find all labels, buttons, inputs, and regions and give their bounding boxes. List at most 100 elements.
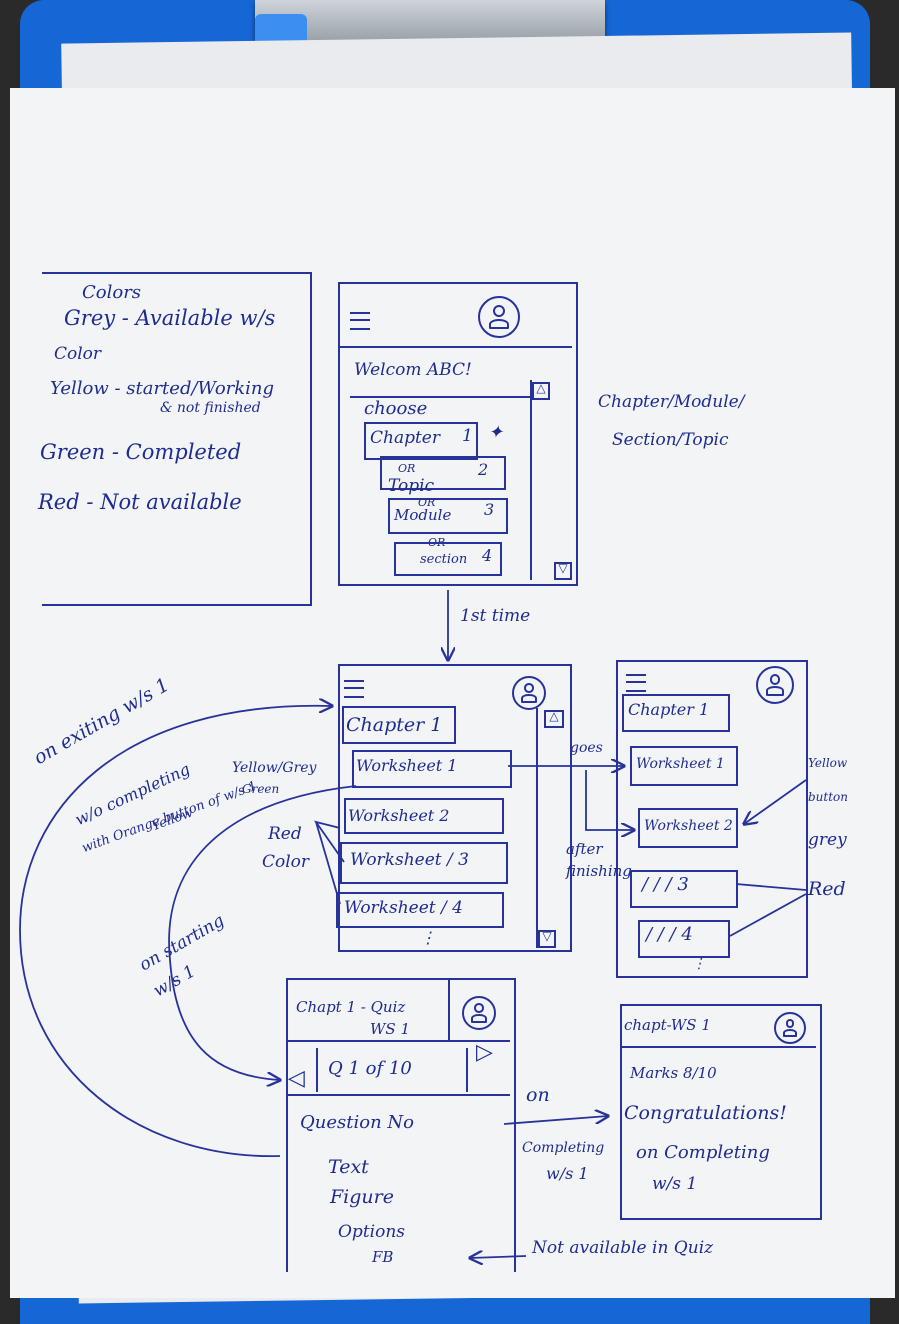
screen-worksheets-after	[616, 660, 808, 978]
arrow-exit	[19, 706, 332, 1157]
worksheet-1-label: Worksheet 1	[356, 756, 458, 775]
question-feedback: FB	[372, 1248, 394, 1266]
worksheet-4[interactable]	[336, 892, 504, 928]
chapter-title-box	[622, 694, 730, 732]
profile-icon[interactable]	[756, 666, 794, 704]
worksheet-4[interactable]	[638, 920, 730, 958]
marks-text: Marks 8/10	[630, 1064, 717, 1082]
more-indicator: ⋮	[420, 928, 436, 947]
question-options: Options	[338, 1222, 405, 1242]
scroll-down-icon[interactable]	[554, 561, 572, 580]
yellow-grey-note: Yellow/Grey	[232, 760, 317, 776]
menu-icon[interactable]	[626, 674, 646, 692]
arrow-red-3	[735, 883, 807, 891]
prev-question-icon[interactable]: ◁	[288, 1066, 305, 1091]
legend-heading: Colors	[82, 282, 142, 303]
worksheet-4-label: / / / 4	[646, 924, 693, 945]
red-note-2: Color	[262, 852, 310, 872]
arrow-not-available	[470, 1256, 527, 1258]
scrollbar[interactable]	[536, 708, 538, 948]
legend-yellow-2: & not finished	[160, 400, 261, 416]
quiz-progress-box	[316, 1048, 468, 1092]
goes-label: goes	[570, 740, 603, 756]
ws-text: w/s 1	[652, 1174, 698, 1194]
next-question-icon[interactable]: ▷	[476, 1040, 493, 1065]
quiz-title: Chapt 1 - Quiz	[296, 998, 406, 1016]
chapter-title: Chapter 1	[346, 714, 443, 736]
worksheet-2[interactable]	[344, 798, 504, 834]
on-label: on	[526, 1084, 550, 1106]
chapter-title: Chapter 1	[628, 700, 710, 719]
more-indicator: ⋮	[692, 956, 706, 972]
profile-icon[interactable]	[478, 296, 520, 338]
welcome-divider	[350, 396, 530, 398]
screen-result	[620, 1004, 822, 1220]
legend-red: Red - Not available	[38, 490, 242, 514]
arrow-start	[168, 785, 357, 1080]
worksheet-2-label: Worksheet 2	[348, 806, 450, 825]
congrats-text: Congratulations!	[624, 1102, 787, 1124]
choose-label: choose	[364, 398, 428, 419]
profile-icon[interactable]	[462, 996, 496, 1030]
arrow-grey-to-ws2	[744, 779, 807, 824]
worksheet-1[interactable]	[630, 746, 738, 786]
result-title: chapt-WS 1	[624, 1016, 711, 1034]
red-note: Red	[268, 824, 302, 844]
option-section-label: section	[420, 552, 468, 567]
or-label: OR	[398, 462, 416, 475]
legend-green: Green - Completed	[40, 440, 242, 464]
option-module[interactable]	[388, 498, 508, 534]
scroll-up-icon[interactable]	[544, 709, 564, 728]
quiz-nav-bar	[288, 1040, 510, 1096]
screen-worksheets	[338, 664, 572, 952]
scrollbar[interactable]	[530, 380, 532, 580]
right-note-2: button	[808, 790, 849, 804]
worksheet-4-label: Worksheet / 4	[344, 898, 463, 918]
worksheet-3-label: Worksheet / 3	[350, 850, 469, 870]
completing-label: Completing	[522, 1140, 605, 1156]
side-note: Chapter/Module/	[598, 392, 745, 412]
legend-box	[42, 272, 312, 606]
menu-icon[interactable]	[350, 312, 370, 330]
arrow-after-finishing	[585, 770, 634, 830]
completing-text: on Completing	[636, 1142, 770, 1163]
scroll-up-icon[interactable]	[532, 381, 550, 400]
green-note: Green	[242, 782, 280, 796]
right-note: Yellow	[808, 756, 848, 770]
quiz-progress: Q 1 of 10	[328, 1058, 412, 1079]
finishing-label: finishing	[566, 862, 632, 880]
welcome-text: Welcom ABC!	[354, 360, 472, 380]
menu-icon[interactable]	[344, 680, 364, 698]
question-figure: Figure	[330, 1186, 394, 1208]
option-topic[interactable]	[380, 456, 506, 490]
screen-choose	[338, 282, 578, 586]
profile-icon[interactable]	[512, 676, 546, 710]
completing-label-2: w/s 1	[546, 1164, 589, 1183]
option-module-num: 3	[484, 500, 495, 519]
red-label: Red	[808, 878, 846, 900]
option-topic-num: 2	[478, 460, 489, 479]
arrow-red-4	[729, 893, 807, 937]
worksheet-1-label: Worksheet 1	[636, 756, 725, 772]
option-chapter-label: Chapter	[370, 428, 440, 448]
question-number: Question No	[300, 1112, 414, 1133]
worksheet-3[interactable]	[630, 870, 738, 908]
option-section[interactable]	[394, 542, 502, 576]
worksheet-2[interactable]	[638, 808, 738, 848]
profile-icon[interactable]	[774, 1012, 806, 1044]
worksheet-1[interactable]	[352, 750, 512, 788]
chapter-title-box	[342, 706, 456, 744]
option-topic-label: Topic	[388, 476, 435, 496]
option-module-label: Module	[394, 506, 452, 524]
option-chapter[interactable]	[364, 422, 478, 460]
arrow-complete	[503, 1116, 608, 1125]
legend-grey: Grey - Available w/s	[64, 306, 276, 330]
arrow-red-2b	[315, 821, 341, 905]
worksheet-3[interactable]	[340, 842, 508, 884]
transition-label: 1st time	[460, 606, 531, 626]
scroll-down-icon[interactable]	[538, 929, 556, 948]
question-text: Text	[328, 1156, 369, 1178]
legend-color: Color	[54, 344, 102, 364]
cursor-icon: ✦	[488, 422, 504, 443]
